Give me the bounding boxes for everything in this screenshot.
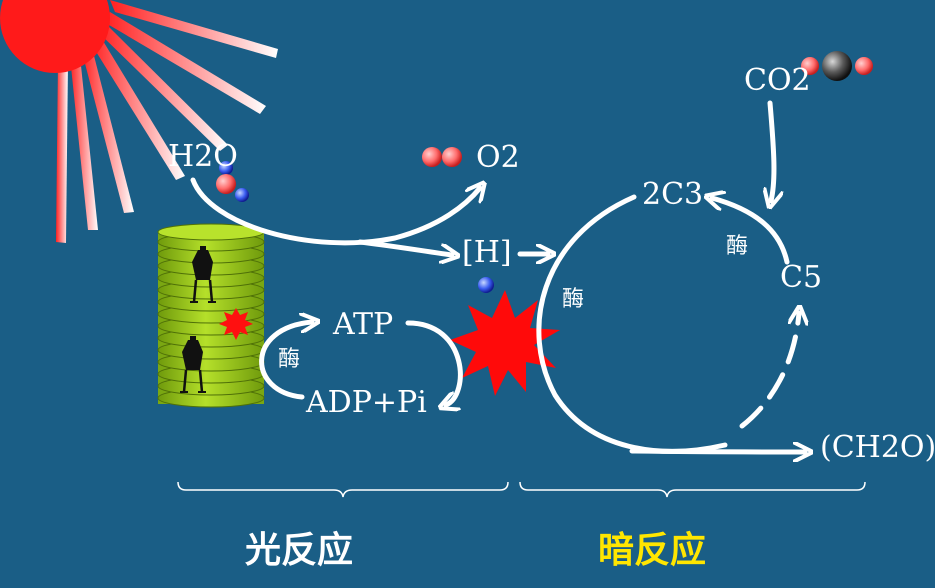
energy-burst-icon [450, 290, 560, 396]
hydrogen-atom-icon [478, 277, 494, 293]
sun-disc [0, 0, 110, 73]
ch2o-label: (CH2O) [820, 430, 935, 465]
light-reaction-title: 光反应 [245, 529, 354, 571]
light-reaction-brace [177, 481, 509, 498]
dark-reaction-brace [519, 481, 866, 498]
oxygen-molecule-icon [422, 147, 462, 167]
enzyme-label-fixation: 酶 [726, 234, 749, 259]
thylakoid-stack [157, 223, 265, 408]
split-to-h-arrow [357, 239, 452, 255]
regeneration-dashed-arrow [739, 313, 799, 429]
enzyme-label-reduction: 酶 [562, 287, 585, 312]
c3-reduction-arc [536, 194, 728, 454]
protein-complex-icon [180, 336, 206, 393]
co2-label: CO2 [744, 63, 811, 98]
o2-label: O2 [476, 140, 520, 175]
atp-label: ATP [333, 307, 394, 342]
h2o-label: H2O [168, 139, 238, 174]
energy-burst-small-icon [219, 308, 253, 340]
adp-to-atp-arrow [259, 322, 312, 400]
adp-pi-label: ADP+Pi [306, 385, 427, 420]
dark-reaction-title: 暗反应 [598, 529, 707, 571]
atp-to-adp-arrow [405, 320, 463, 405]
c5-to-c3-arrow [712, 198, 790, 265]
c3-label: 2C3 [642, 177, 704, 212]
sun-rays [56, 0, 278, 243]
c5-label: C5 [780, 260, 823, 295]
h-label: [H] [462, 235, 512, 270]
reduction-to-ch2o-arrow [629, 451, 805, 452]
carbon-dioxide-molecule-icon [801, 51, 873, 81]
protein-complex-icon [190, 246, 216, 303]
sun [0, 0, 278, 243]
co2-to-c5-arrow [770, 100, 774, 201]
water-molecule-icon [216, 161, 249, 202]
enzyme-label-light: 酶 [278, 347, 301, 372]
